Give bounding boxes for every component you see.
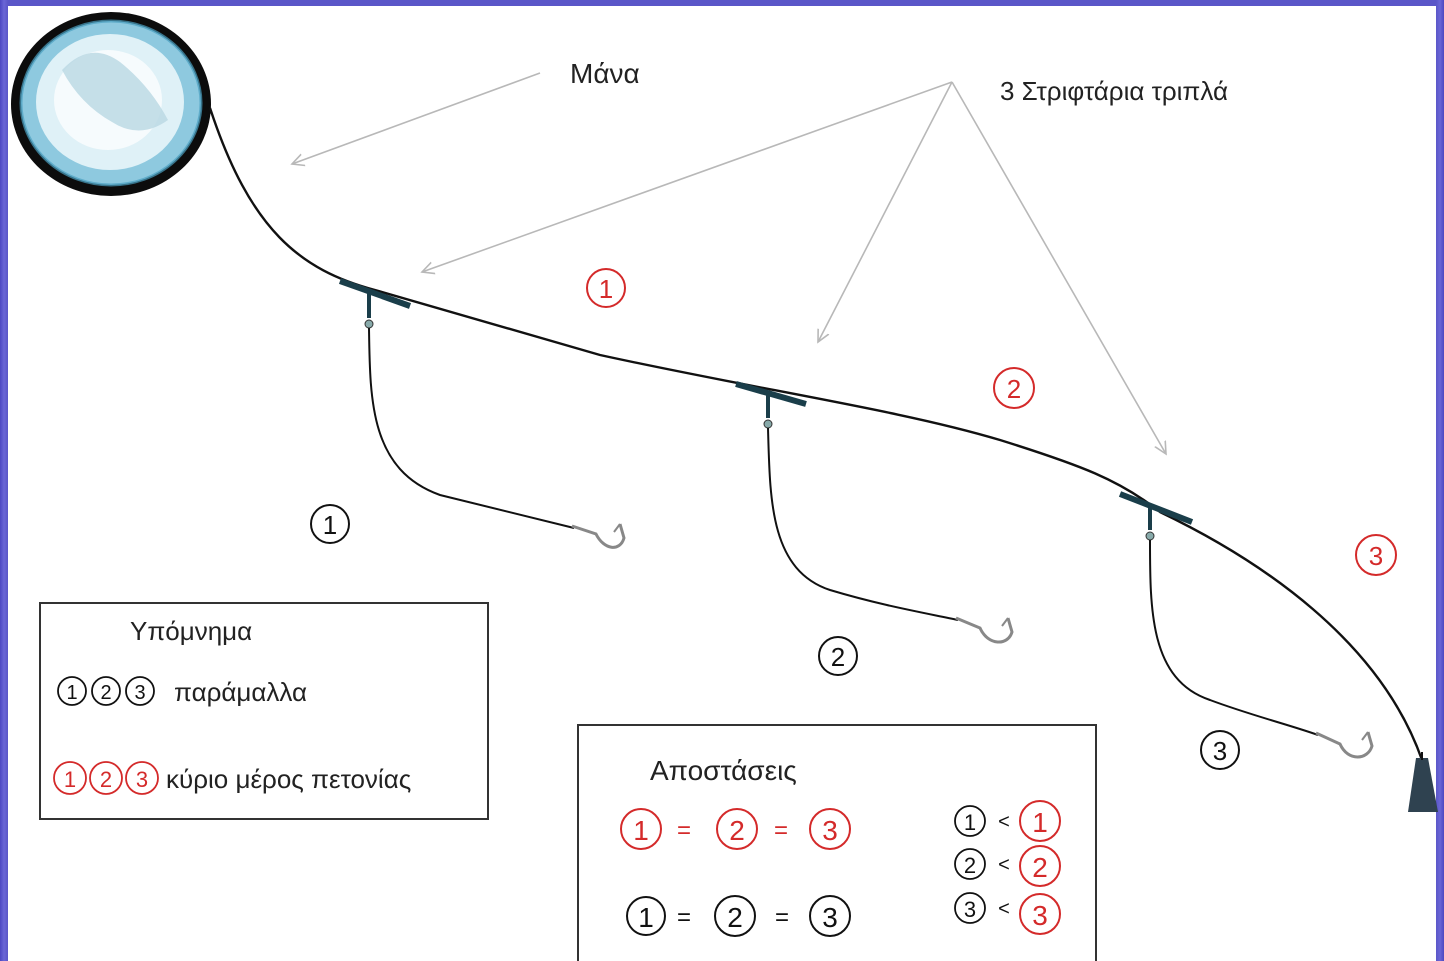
branch-marker-1: 1 bbox=[310, 504, 350, 544]
main-marker-3: 3 bbox=[1355, 534, 1397, 576]
swivel-arrow-3 bbox=[951, 81, 1166, 454]
red-eq-1: 1 bbox=[633, 815, 649, 846]
comparison-1-right: 1 bbox=[1032, 807, 1048, 838]
hook-2-icon bbox=[955, 616, 1014, 644]
swivels-label: 3 Στριφτάρια τριπλά bbox=[1000, 76, 1228, 106]
branch-marker-2: 2 bbox=[818, 636, 858, 676]
comparison-2-op: < bbox=[998, 854, 1010, 876]
mana-label: Μάνα bbox=[570, 58, 640, 89]
legend-branch-symbol-3: 3 bbox=[134, 682, 145, 704]
swivel-arrow-1 bbox=[422, 81, 953, 272]
main-line bbox=[208, 107, 1424, 761]
legend-branch-symbol-1: 1 bbox=[66, 682, 77, 704]
comparison-3: 3 < 3 bbox=[954, 892, 1061, 935]
comparison-1-left: 1 bbox=[964, 810, 976, 835]
swivel-arrow-2 bbox=[818, 81, 953, 342]
branch-marker-1-text: 1 bbox=[323, 510, 337, 540]
legend-main-symbol-1: 1 bbox=[64, 767, 76, 792]
legend-branch-symbol-2: 2 bbox=[100, 682, 111, 704]
legend-title: Υπόμνημα bbox=[130, 616, 252, 646]
hook-1-icon bbox=[571, 523, 626, 549]
legend-box: Υπόμνημα 1 2 3 παράμαλλα 1 2 3 κύριο μέρ… bbox=[39, 602, 489, 820]
red-equation: 1 = 2 = 3 bbox=[620, 808, 851, 850]
branch-line-2 bbox=[767, 427, 959, 621]
legend-main-symbol-2: 2 bbox=[100, 767, 112, 792]
comparison-3-op: < bbox=[998, 898, 1010, 920]
comparison-2: 2 < 2 bbox=[954, 845, 1061, 887]
main-marker-2: 2 bbox=[993, 367, 1035, 409]
legend-main-text: κύριο μέρος πετονίας bbox=[166, 764, 411, 794]
branch-marker-3: 3 bbox=[1200, 730, 1240, 770]
red-eq-op-2: = bbox=[774, 817, 788, 844]
black-eq-1: 1 bbox=[638, 902, 654, 933]
comparison-2-right: 2 bbox=[1032, 852, 1048, 883]
legend-branch-symbols: 1 2 3 bbox=[57, 676, 155, 706]
branch-line-3 bbox=[1149, 539, 1319, 736]
reel-icon bbox=[11, 12, 211, 196]
mana-arrow bbox=[292, 72, 541, 164]
branch-marker-2-text: 2 bbox=[831, 642, 845, 672]
comparison-3-right: 3 bbox=[1032, 900, 1048, 931]
comparison-3-left: 3 bbox=[964, 897, 976, 922]
legend-main-symbols: 1 2 3 bbox=[53, 761, 159, 795]
main-marker-1: 1 bbox=[586, 268, 626, 308]
branch-line-1 bbox=[368, 327, 575, 529]
red-eq-op-1: = bbox=[677, 817, 691, 844]
hook-3-icon bbox=[1315, 731, 1374, 759]
swivel-2 bbox=[735, 381, 807, 429]
red-eq-3: 3 bbox=[822, 815, 838, 846]
comparison-1-op: < bbox=[998, 811, 1010, 833]
main-marker-1-text: 1 bbox=[599, 274, 613, 304]
distances-box: Αποστάσεις 1 = 2 = 3 1 = 2 = 3 bbox=[577, 724, 1097, 961]
black-eq-op-2: = bbox=[775, 904, 789, 931]
main-marker-2-text: 2 bbox=[1007, 374, 1021, 404]
red-eq-2: 2 bbox=[729, 815, 745, 846]
distances-title: Αποστάσεις bbox=[650, 755, 797, 786]
comparison-2-left: 2 bbox=[964, 853, 976, 878]
black-eq-3: 3 bbox=[822, 902, 838, 933]
branch-marker-3-text: 3 bbox=[1213, 736, 1227, 766]
sinker-icon bbox=[1408, 752, 1438, 812]
legend-branch-text: παράμαλλα bbox=[174, 677, 307, 707]
black-equation: 1 = 2 = 3 bbox=[626, 895, 851, 937]
comparison-1: 1 < 1 bbox=[954, 800, 1061, 842]
swivel-1 bbox=[338, 278, 412, 329]
main-marker-3-text: 3 bbox=[1369, 541, 1383, 571]
legend-main-symbol-3: 3 bbox=[136, 767, 148, 792]
swivel-3 bbox=[1118, 491, 1194, 541]
black-eq-2: 2 bbox=[727, 902, 743, 933]
callout-arrows bbox=[292, 72, 1166, 454]
black-eq-op-1: = bbox=[677, 904, 691, 931]
